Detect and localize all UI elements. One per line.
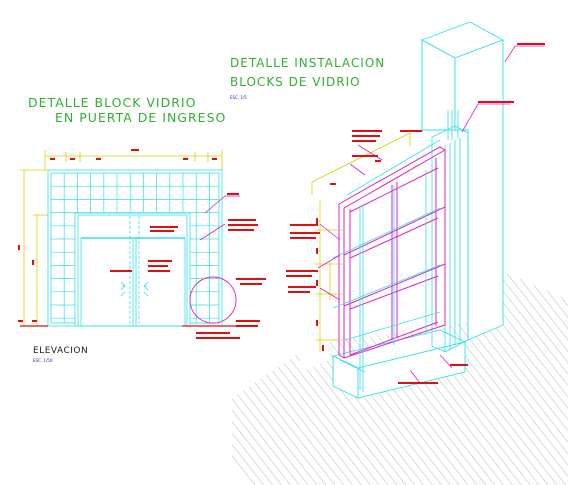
right-title: DETALLE INSTALACION BLOCKS DE VIDRIO ESC… xyxy=(230,56,385,100)
elevation-label: ELEVACION xyxy=(33,346,88,356)
right-labels xyxy=(286,43,545,384)
top-dimension-ticks xyxy=(50,149,217,160)
side-labels xyxy=(196,193,266,339)
entrance-door xyxy=(80,216,186,327)
detail-callout-circle xyxy=(189,276,237,324)
left-title-line1: DETALLE BLOCK VIDRIO xyxy=(28,95,196,110)
jamb-channel xyxy=(431,110,469,353)
left-dimension xyxy=(20,169,48,327)
left-dimension-ticks xyxy=(18,245,37,322)
reinforcement-bars xyxy=(332,139,441,392)
left-title: DETALLE BLOCK VIDRIO EN PUERTA DE INGRES… xyxy=(28,95,226,125)
block-grid xyxy=(51,173,219,323)
right-scale: ESC. 1/5 xyxy=(230,95,247,100)
door-labels xyxy=(110,226,178,272)
elevation-scale: ESC. 1/50 xyxy=(33,358,53,363)
panel-dimension-ticks xyxy=(316,160,381,351)
right-title-line1: DETALLE INSTALACION xyxy=(230,56,385,70)
right-title-line2: BLOCKS DE VIDRIO xyxy=(230,75,361,89)
left-title-line2: EN PUERTA DE INGRESO xyxy=(55,110,226,125)
side-leaders xyxy=(199,195,240,241)
concrete-column xyxy=(420,21,505,341)
panel-dimensions xyxy=(311,132,411,352)
top-dimension xyxy=(44,150,223,170)
